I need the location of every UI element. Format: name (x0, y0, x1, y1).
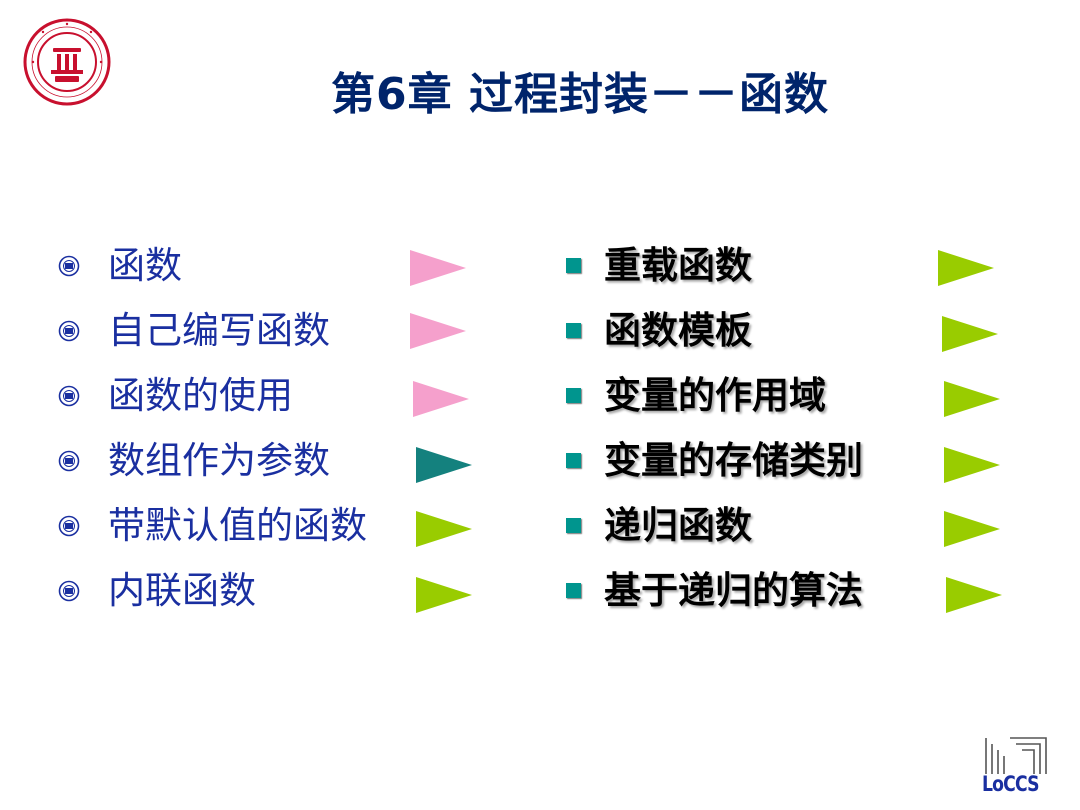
right-item-label: 重载函数 (604, 244, 752, 287)
right-item-arrow-button[interactable] (944, 511, 1000, 547)
square-bullet-icon (566, 453, 581, 468)
right-item-label: 变量的存储类别 (604, 439, 863, 482)
seal-bullet-icon (58, 450, 80, 472)
seal-bullet-icon (58, 255, 80, 277)
right-item-arrow-button[interactable] (944, 447, 1000, 483)
left-item-label: 自己编写函数 (108, 309, 330, 352)
university-seal-logo (23, 18, 111, 106)
seal-bullet-icon (58, 320, 80, 342)
seal-bullet-icon (58, 515, 80, 537)
loccs-logo (985, 737, 1047, 774)
seal-bullet-icon (58, 580, 80, 602)
seal-bullet-icon (58, 385, 80, 407)
right-item-arrow-button[interactable] (946, 577, 1002, 613)
right-item-arrow-button[interactable] (944, 381, 1000, 417)
square-bullet-icon (566, 323, 581, 338)
left-item-arrow-button[interactable] (410, 250, 466, 286)
square-bullet-icon (566, 388, 581, 403)
loccs-logo-text: LoCCS (982, 772, 1040, 796)
left-item-arrow-button[interactable] (416, 447, 472, 483)
square-bullet-icon (566, 258, 581, 273)
left-item-label: 函数的使用 (108, 374, 293, 417)
left-item-label: 内联函数 (108, 569, 256, 612)
left-item-arrow-button[interactable] (413, 381, 469, 417)
right-item-label: 变量的作用域 (604, 374, 826, 417)
right-item-arrow-button[interactable] (942, 316, 998, 352)
left-item-label: 数组作为参数 (108, 439, 330, 482)
right-item-arrow-button[interactable] (938, 250, 994, 286)
square-bullet-icon (566, 518, 581, 533)
square-bullet-icon (566, 583, 581, 598)
left-item-arrow-button[interactable] (416, 511, 472, 547)
right-item-label: 函数模板 (604, 309, 752, 352)
left-item-label: 带默认值的函数 (108, 504, 367, 547)
right-item-label: 递归函数 (604, 504, 752, 547)
left-item-label: 函数 (108, 244, 182, 287)
left-item-arrow-button[interactable] (410, 313, 466, 349)
left-item-arrow-button[interactable] (416, 577, 472, 613)
right-item-label: 基于递归的算法 (604, 569, 863, 612)
slide-title: 第6章 过程封装－－函数 (331, 69, 829, 120)
